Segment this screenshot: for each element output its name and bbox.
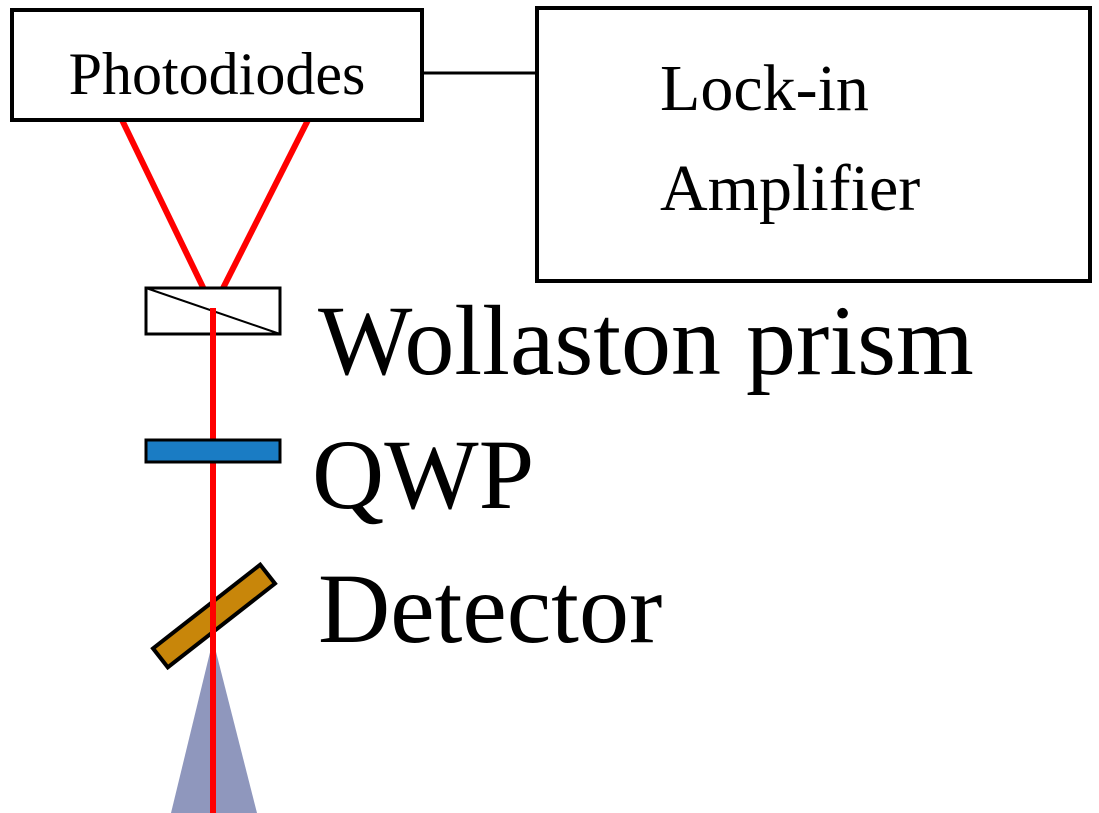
lock-in-label-line1: Lock-in	[660, 52, 869, 125]
lock-in-amplifier-box	[535, 6, 1092, 283]
lock-in-label-line2: Amplifier	[660, 152, 920, 225]
quarter-wave-plate	[144, 438, 282, 464]
wollaston-prism-label: Wollaston prism	[318, 285, 974, 396]
detector-label: Detector	[318, 553, 662, 664]
qwp-label: QWP	[312, 419, 534, 530]
laser-beam-left	[119, 118, 216, 310]
laser-beam-right	[210, 118, 311, 310]
photodiodes-box	[10, 8, 424, 122]
photodiodes-label: Photodiodes	[69, 41, 366, 107]
